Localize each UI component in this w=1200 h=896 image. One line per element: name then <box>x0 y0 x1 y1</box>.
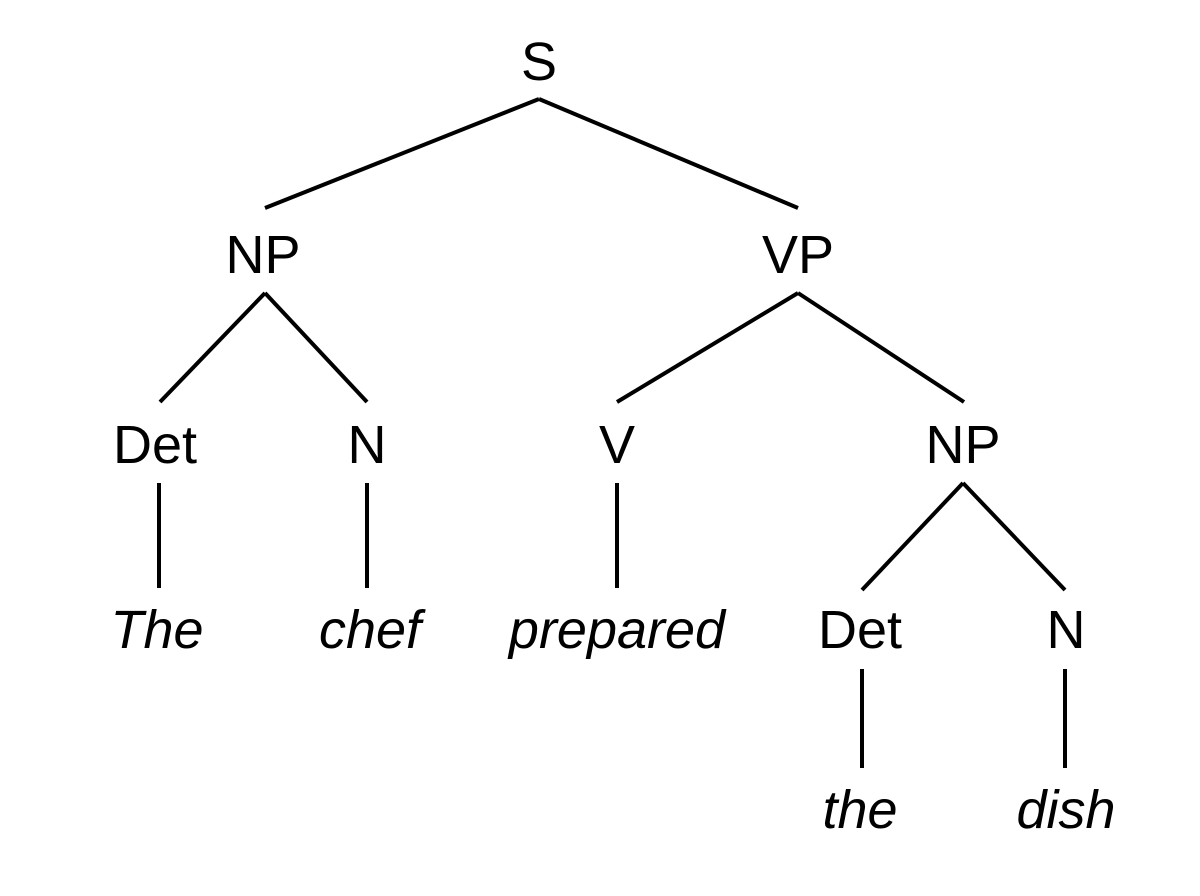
node-np-object: NP <box>925 415 1001 475</box>
edge-np-det <box>158 291 267 404</box>
leaf-word-the: The <box>110 600 204 660</box>
node-det-object: Det <box>817 600 903 660</box>
edge-vp-np <box>796 291 966 404</box>
node-n-subject: N <box>347 415 387 475</box>
node-s: S <box>520 32 558 92</box>
leaf-word-the-object: the <box>822 780 898 840</box>
node-v: V <box>598 415 636 475</box>
node-vp: VP <box>761 225 835 285</box>
leaf-word-dish: dish <box>1016 780 1116 840</box>
leaf-word-chef: chef <box>318 600 422 660</box>
edge-s-vp <box>538 97 799 210</box>
node-np-subject: NP <box>225 225 301 285</box>
node-n-object: N <box>1046 600 1086 660</box>
edge-np2-n <box>961 481 1067 592</box>
edge-s-np <box>264 97 540 210</box>
leaf-word-prepared: prepared <box>508 600 726 660</box>
edge-vp-v <box>615 291 800 404</box>
node-det-subject: Det <box>112 415 198 475</box>
edge-np-n <box>263 291 369 404</box>
edge-np2-det <box>860 481 965 592</box>
